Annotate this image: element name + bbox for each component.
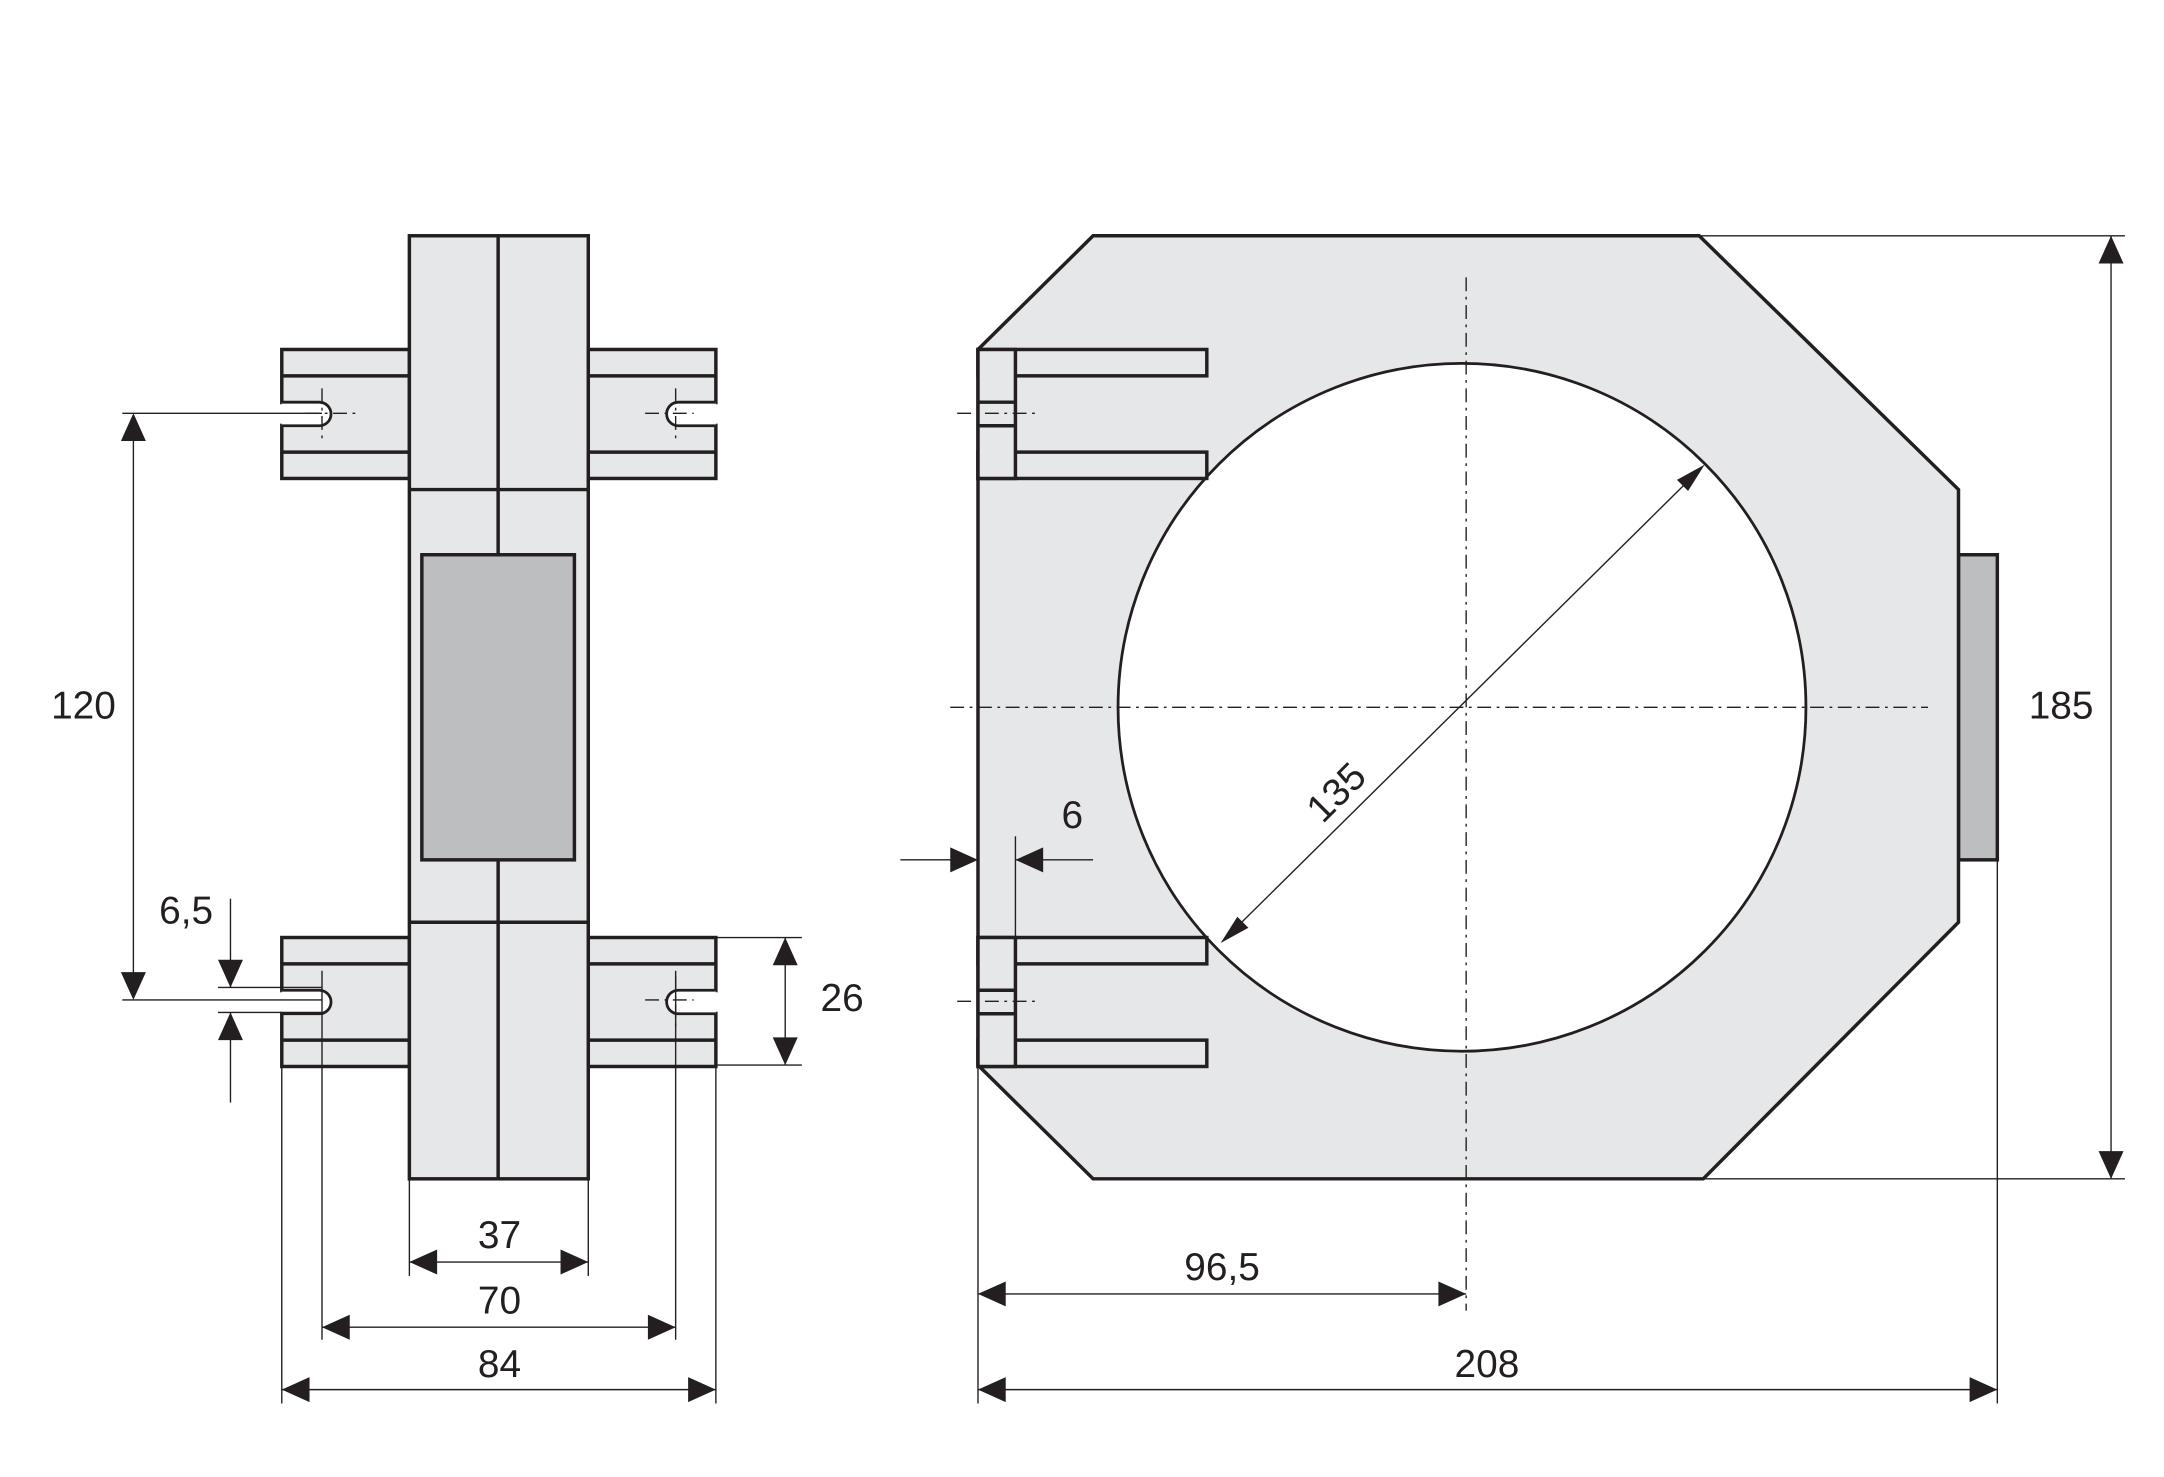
- dim-120: 120: [51, 684, 116, 727]
- dim-70: 70: [478, 1279, 521, 1322]
- dim-6: 6: [1061, 794, 1083, 837]
- dim-96-5: 96,5: [1184, 1246, 1260, 1289]
- dim-6-5: 6,5: [159, 890, 213, 933]
- dimensions: 120 6,5 26 37 70 84 135 6: [51, 235, 2125, 1404]
- dim-185: 185: [2029, 684, 2094, 727]
- window: [420, 553, 577, 862]
- dim-208: 208: [1455, 1343, 1520, 1386]
- side-view: [275, 234, 722, 1181]
- dim-84: 84: [478, 1343, 521, 1386]
- dim-26: 26: [820, 977, 863, 1020]
- front-view: [950, 234, 2000, 1311]
- dim-37: 37: [478, 1214, 521, 1257]
